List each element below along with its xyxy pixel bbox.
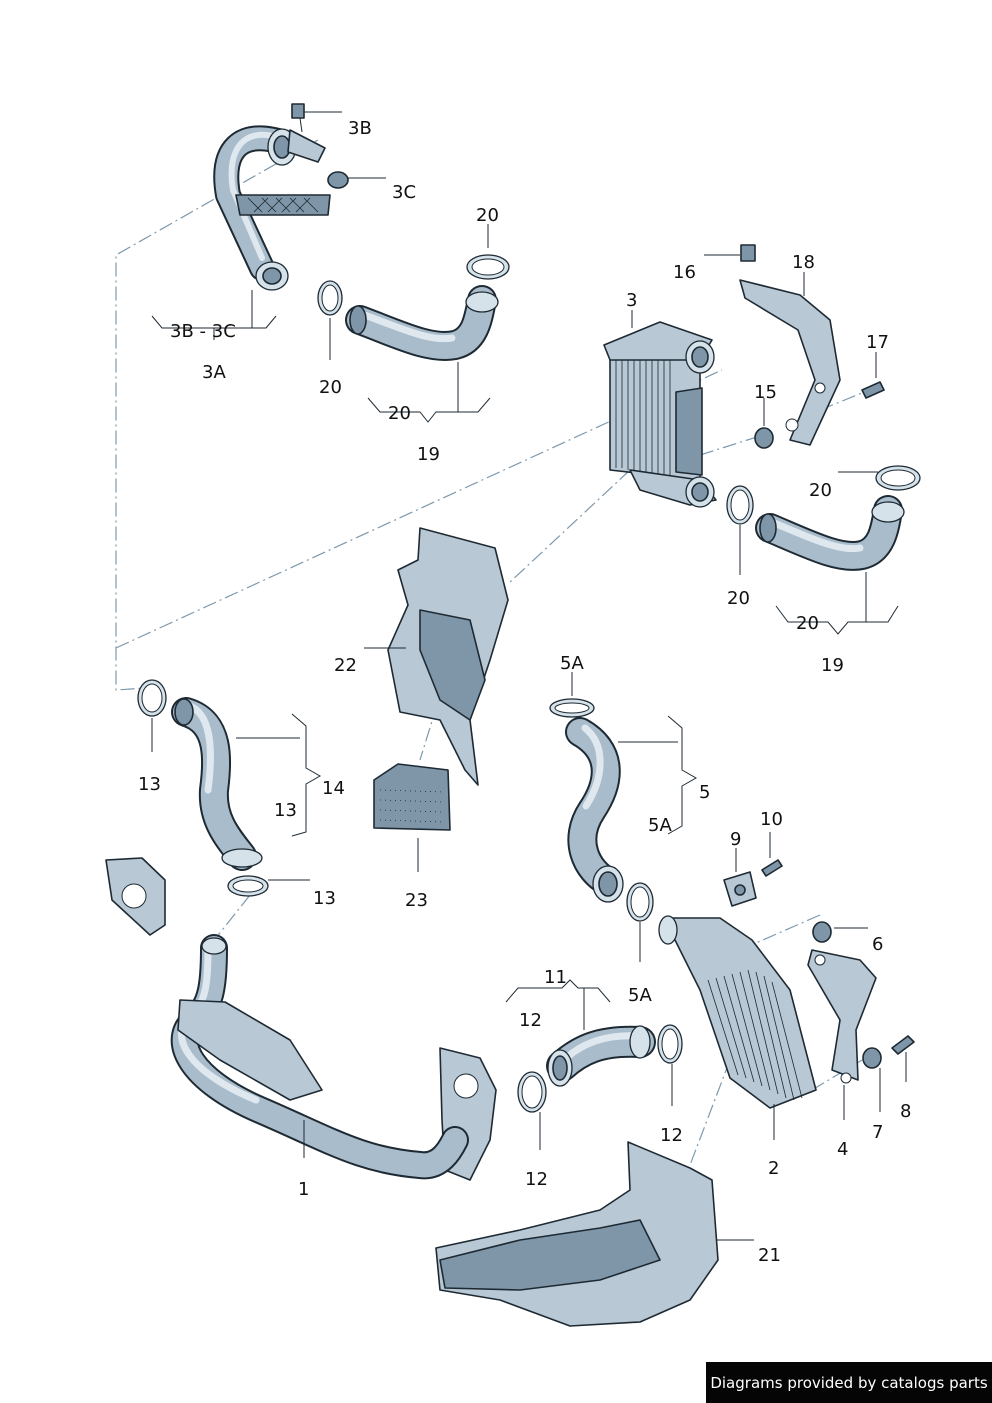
- hose-19-right: [755, 495, 905, 571]
- label-13-a: 13: [138, 774, 161, 795]
- credit-banner: Diagrams provided by catalogs parts: [706, 1362, 992, 1403]
- label-5a-b: 5A: [648, 815, 672, 836]
- hose-19-upper: [345, 285, 499, 361]
- hose-clamp-12-a: [517, 1071, 547, 1113]
- label-17: 17: [866, 332, 889, 353]
- label-3a: 3A: [202, 362, 226, 383]
- charge-air-pipe-upper: [213, 125, 331, 291]
- label-11: 11: [544, 967, 567, 988]
- label-16: 16: [673, 262, 696, 283]
- label-3: 3: [626, 290, 637, 311]
- bolt-8: [891, 1035, 915, 1055]
- hose-clamp-20-b: [466, 254, 510, 280]
- part-labels: 3B 3C 3B - 3C 3A 20 20 20 19 3 16 18 17 …: [138, 118, 911, 1266]
- intercooler-2: [658, 915, 817, 1109]
- label-3b: 3B: [348, 118, 372, 139]
- intercooler-3: [603, 321, 717, 508]
- label-20-a: 20: [476, 205, 499, 226]
- label-20-b: 20: [319, 377, 342, 398]
- label-12-c: 12: [525, 1169, 548, 1190]
- bolt-17: [861, 381, 885, 399]
- label-12-a: 12: [519, 1010, 542, 1031]
- screw-16: [740, 244, 756, 262]
- air-duct-21: [435, 1141, 719, 1327]
- label-21: 21: [758, 1245, 781, 1266]
- label-20-f: 20: [796, 613, 819, 634]
- nut-7: [862, 1047, 882, 1069]
- hose-clamp-20-d: [875, 465, 921, 491]
- charge-air-pipe-1: [105, 857, 497, 1181]
- label-7: 7: [872, 1122, 883, 1143]
- label-9: 9: [730, 829, 741, 850]
- leader-lines: [151, 111, 907, 1241]
- label-10: 10: [760, 809, 783, 830]
- label-4: 4: [837, 1139, 848, 1160]
- bracket-4: [807, 949, 877, 1084]
- label-19-a: 19: [417, 444, 440, 465]
- label-2: 2: [768, 1158, 779, 1179]
- hose-clamp-13-b: [227, 875, 269, 897]
- hose-clamp-5a-a: [549, 698, 595, 718]
- label-13-b: 13: [274, 800, 297, 821]
- air-duct-22: [387, 527, 509, 786]
- nut-15: [754, 427, 774, 449]
- label-6: 6: [872, 934, 883, 955]
- label-20-d: 20: [809, 480, 832, 501]
- label-19-b: 19: [821, 655, 844, 676]
- screw-10: [761, 859, 783, 877]
- hose-clamp-20-c: [726, 485, 754, 525]
- label-20-c: 20: [388, 403, 411, 424]
- sensor-9: [723, 871, 757, 907]
- label-20-e: 20: [727, 588, 750, 609]
- label-8: 8: [900, 1101, 911, 1122]
- label-1: 1: [298, 1179, 309, 1200]
- hose-clamp-13-a: [137, 679, 167, 717]
- foam-pad-23: [373, 763, 451, 831]
- nut-3c: [327, 171, 349, 189]
- label-15: 15: [754, 382, 777, 403]
- label-22: 22: [334, 655, 357, 676]
- label-5a-c: 5A: [628, 985, 652, 1006]
- hose-clamp-12-b: [657, 1024, 683, 1064]
- hose-11: [546, 1025, 656, 1087]
- label-5: 5: [699, 782, 710, 803]
- hose-5: [565, 717, 624, 903]
- label-3c: 3C: [392, 182, 416, 203]
- label-18: 18: [792, 252, 815, 273]
- hose-clamp-5a-b: [626, 882, 654, 922]
- label-5a-a: 5A: [560, 653, 584, 674]
- label-14: 14: [322, 778, 345, 799]
- hose-14: [171, 697, 263, 871]
- nut-6: [812, 921, 832, 943]
- label-3b-3c: 3B - 3C: [170, 321, 236, 342]
- label-23: 23: [405, 890, 428, 911]
- bolt-3b: [291, 103, 305, 133]
- hose-clamp-20-a: [317, 280, 343, 316]
- bracket-18: [739, 279, 841, 446]
- label-12-b: 12: [660, 1125, 683, 1146]
- label-13-c: 13: [313, 888, 336, 909]
